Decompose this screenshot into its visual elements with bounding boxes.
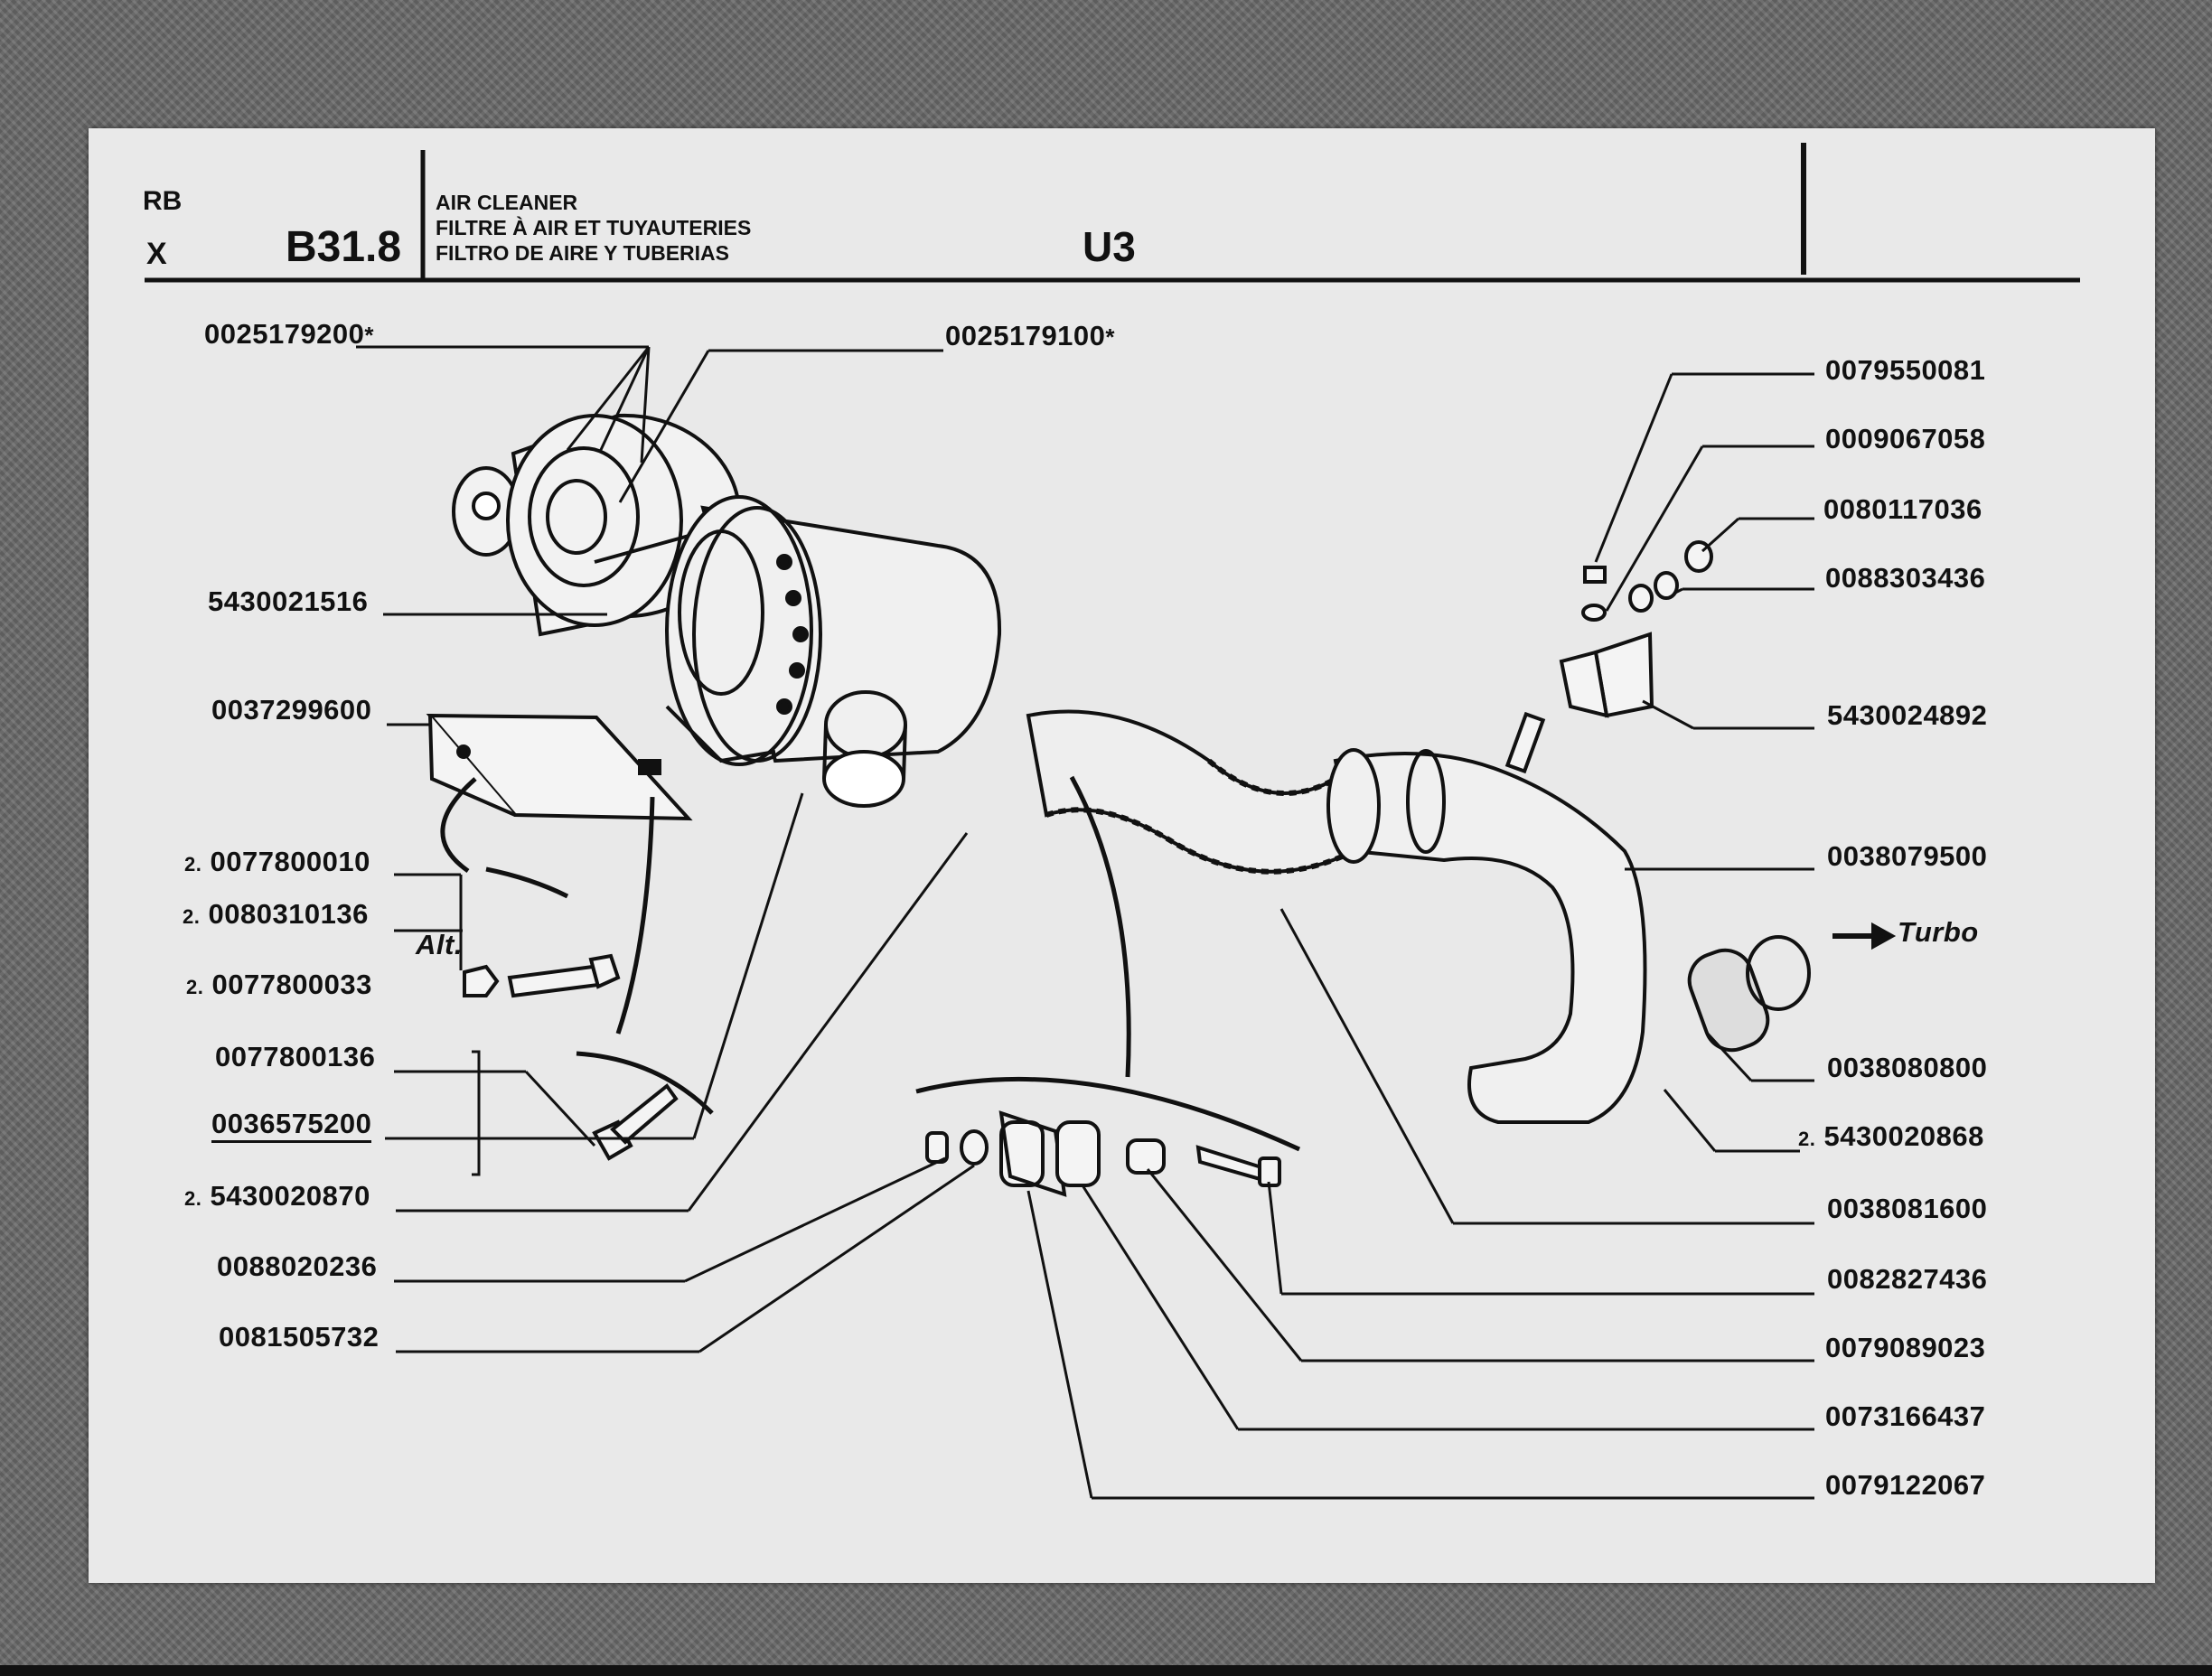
label-0080310136: 2. 0080310136 <box>183 898 369 931</box>
label-0038080800: 0038080800 <box>1827 1052 1988 1083</box>
title-fr: FILTRE À AIR ET TUYAUTERIES <box>436 216 752 239</box>
label-0079089023: 0079089023 <box>1825 1332 1986 1363</box>
turbo-arrow <box>1832 922 1897 950</box>
note-star: * <box>1105 323 1116 351</box>
label-0082827436: 0082827436 <box>1827 1263 1988 1295</box>
header-code-rb: RB <box>143 186 183 216</box>
label-0088020236: 0088020236 <box>217 1250 378 1282</box>
title-en: AIR CLEANER <box>436 191 578 214</box>
label-0079122067: 0079122067 <box>1825 1469 1986 1501</box>
turbo-sleeve <box>1687 935 1811 1053</box>
label-0088303436: 0088303436 <box>1825 562 1986 594</box>
label-0081505732: 0081505732 <box>219 1321 380 1353</box>
label-0025179200: 0025179200* <box>204 318 374 351</box>
part-number: 0077800010 <box>210 846 370 877</box>
qty-prefix: 2. <box>183 905 201 928</box>
mounting-bracket <box>426 713 693 821</box>
label-5430024892: 5430024892 <box>1827 699 1988 731</box>
rubber-elbow <box>1326 748 1647 1124</box>
qty-prefix: 2. <box>186 976 204 998</box>
part-number: 5430020868 <box>1823 1120 1984 1152</box>
part-number: 5430020870 <box>210 1180 370 1212</box>
label-0077800033: 2. 0077800033 <box>186 969 372 1001</box>
label-0077800136: 0077800136 <box>215 1041 376 1072</box>
label-0009067058: 0009067058 <box>1825 423 1986 454</box>
part-number: 0025179200 <box>204 318 365 350</box>
exploded-diagram <box>145 143 2080 1500</box>
scan-edge <box>0 1665 2212 1676</box>
label-0073166437: 0073166437 <box>1825 1400 1986 1432</box>
label-0038079500: 0038079500 <box>1827 840 1988 872</box>
header-title: AIR CLEANER FILTRE À AIR ET TUYAUTERIES … <box>436 190 751 266</box>
label-5430021516: 5430021516 <box>208 585 369 617</box>
label-5430020868: 2. 5430020868 <box>1798 1120 1984 1153</box>
qty-prefix: 2. <box>184 853 202 875</box>
nut-washer-set <box>1581 540 1713 622</box>
note-star: * <box>364 322 375 349</box>
group-number: B31.8 <box>286 223 402 271</box>
part-number: 0077800033 <box>211 969 372 1000</box>
leader-lines <box>356 345 1814 1500</box>
header-code-x: X <box>146 237 167 271</box>
label-0080117036: 0080117036 <box>1823 493 1982 525</box>
alt-label: Alt. <box>416 929 463 960</box>
turbo-label: Turbo <box>1898 916 1979 948</box>
isolator-hardware <box>925 1110 1281 1197</box>
label-0036575200: 0036575200 <box>211 1108 372 1143</box>
part-number: 0025179100 <box>945 320 1106 351</box>
model-code: U3 <box>1083 223 1136 270</box>
label-0038081600: 0038081600 <box>1827 1193 1988 1224</box>
bracket-right <box>1504 632 1654 774</box>
qty-prefix: 2. <box>1798 1128 1816 1150</box>
support-straps <box>440 775 1301 1152</box>
air-cleaner-body <box>665 495 1002 808</box>
title-es: FILTRO DE AIRE Y TUBERIAS <box>436 241 730 265</box>
qty-prefix: 2. <box>184 1187 202 1210</box>
label-0037299600: 0037299600 <box>211 694 372 726</box>
label-0025179100: 0025179100* <box>945 320 1115 352</box>
parts-sheet: RB X B31.8 AIR CLEANER FILTRE À AIR ET T… <box>89 128 2155 1583</box>
label-0079550081: 0079550081 <box>1825 354 1986 386</box>
label-0077800010: 2. 0077800010 <box>184 846 370 878</box>
part-number: 0080310136 <box>208 898 369 930</box>
bolt-set-left <box>463 953 679 1161</box>
label-5430020870: 2. 5430020870 <box>184 1180 370 1213</box>
